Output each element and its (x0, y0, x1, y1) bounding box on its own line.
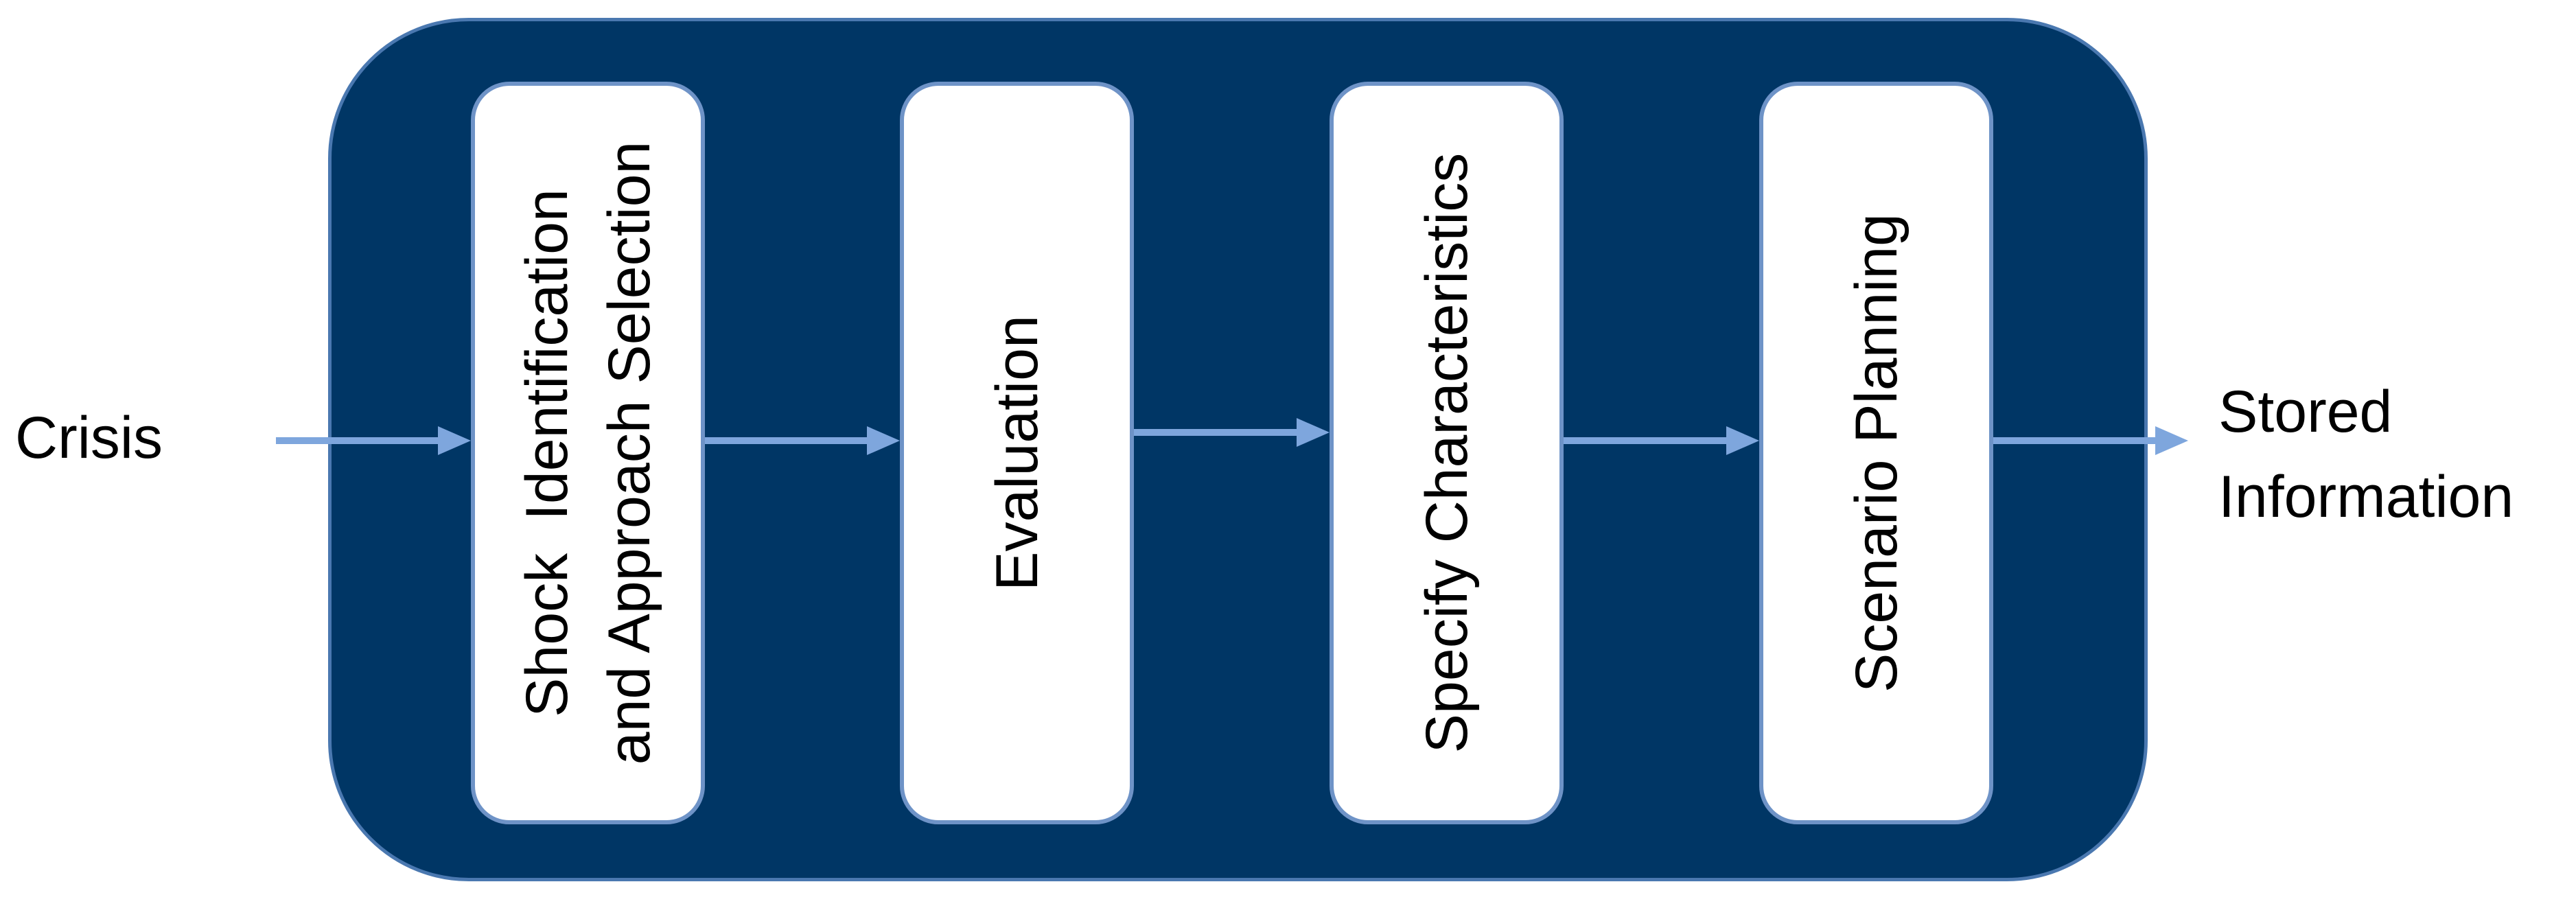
step-box-scenario-planning: Scenario Planning (1759, 82, 1993, 824)
step-box-evaluation: Evaluation (900, 82, 1134, 824)
step-box-shock-identification: Shock Identification and Approach Select… (471, 82, 705, 824)
step-box-specify-characteristics: Specify Characteristics (1330, 82, 1564, 824)
step-label-specify-characteristics: Specify Characteristics (1413, 152, 1480, 754)
output-label: Stored Information (2218, 379, 2514, 530)
input-label: Crisis (15, 405, 163, 471)
step-label-shock-identification: Shock Identification and Approach Select… (513, 141, 662, 765)
step-label-scenario-planning: Scenario Planning (1843, 213, 1910, 693)
step-label-evaluation: Evaluation (984, 315, 1050, 591)
